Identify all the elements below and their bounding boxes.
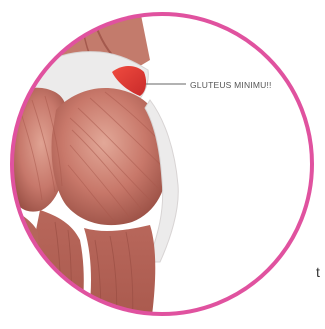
edge-text-fragment: t xyxy=(316,264,320,280)
gluteus-minimus-label: GLUTEUS MINIMU!! xyxy=(190,80,272,90)
